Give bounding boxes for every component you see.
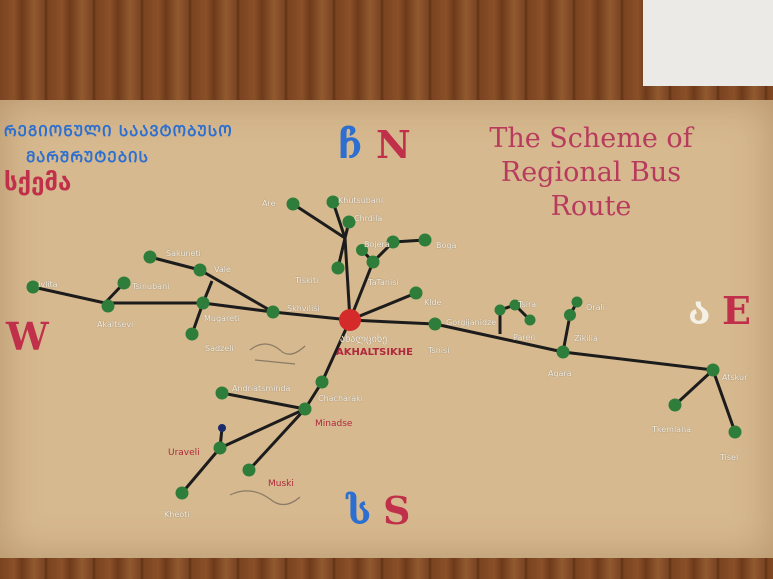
town-label-vale: Vale [214, 265, 231, 274]
route-nodes [26, 195, 742, 500]
title-en: The Scheme of Regional Bus Route [466, 122, 716, 224]
town-label-gorgijanidze: Gorgijanidze [446, 318, 497, 327]
doodle-mark [249, 343, 306, 365]
town-label-skhvilisi: Skhvilisi [287, 304, 320, 313]
town-label-zikilia: Zikilia [574, 334, 598, 343]
compass-east-geo: ა [688, 288, 711, 333]
town-label-boga: Boga [436, 241, 457, 250]
town-label-agara: Agara [548, 369, 572, 378]
town-label-muski: Muski [268, 479, 294, 489]
town-label-akaltsevi: Akaltsevi [97, 320, 134, 329]
hub-label: AKHALTSIKHE [336, 347, 414, 358]
town-label-uraveli: Uraveli [168, 448, 200, 458]
title-geo-line-1: ᲠᲔᲒᲘᲝᲜᲣᲚᲘ ᲡᲐᲐᲕᲢᲝᲑᲣᲡᲝ [4, 122, 233, 140]
town-label-ivlita: Ivlita [38, 280, 58, 289]
title-en-line-2: Regional Bus [500, 157, 682, 188]
town-label-orali: Orali [586, 303, 605, 312]
town-label-atskuri: Atskur [722, 373, 748, 382]
title-geo-line-2: ᲛᲐᲠᲨᲠᲣᲢᲔᲑᲘᲡ [26, 148, 150, 166]
town-label-klde: Klde [424, 298, 442, 307]
title-en-line-1: The Scheme of [489, 123, 693, 154]
town-label-tsnisi: Tsnisi [428, 346, 450, 355]
compass-south: S [383, 488, 411, 533]
town-label-tatanisi: TaTanisi [368, 278, 399, 287]
town-label-khutsubani: Khutsubani [338, 196, 384, 205]
town-label-andriatsminda: Andriatsminda [232, 384, 291, 393]
doodle-mark [229, 490, 301, 506]
hub-label-geo: ახალციხე [340, 334, 388, 345]
route-board [0, 100, 773, 558]
compass-south-geo: ს [346, 488, 372, 533]
town-label-tiseli: Tisel [720, 453, 739, 462]
town-label-mugareti: Mugareti [204, 314, 240, 323]
compass-north-geo: ჩ [338, 122, 363, 167]
town-label-are: Are [262, 199, 276, 208]
town-label-kheoti: Kheoti [164, 510, 190, 519]
town-label-pareri: Pareri [513, 333, 536, 342]
town-label-tsira: Tsira [518, 300, 537, 309]
corner-poster [643, 0, 773, 86]
town-label-tkemlana: Tkemlana [652, 425, 692, 434]
town-label-sakuneti: Sakuneti [166, 249, 201, 258]
compass-west: W [6, 314, 49, 359]
town-label-chacharaki: Chacharaki [318, 394, 363, 403]
town-label-minadse: Minadse [315, 419, 353, 429]
town-label-sadzeli: Sadzeli [205, 344, 234, 353]
compass-east: E [722, 288, 751, 333]
compass-north: N [376, 122, 411, 167]
town-label-tiskiti: Tiskiti [295, 276, 319, 285]
town-label-tsinubani: Tsinubani [132, 282, 170, 291]
town-label-bojera: Bojera [364, 240, 390, 249]
title-en-line-3: Route [550, 191, 632, 222]
hub-node [339, 309, 361, 331]
title-geo-line-3: სქემა [4, 168, 72, 196]
town-label-chrdila: Chrdila [354, 214, 383, 223]
